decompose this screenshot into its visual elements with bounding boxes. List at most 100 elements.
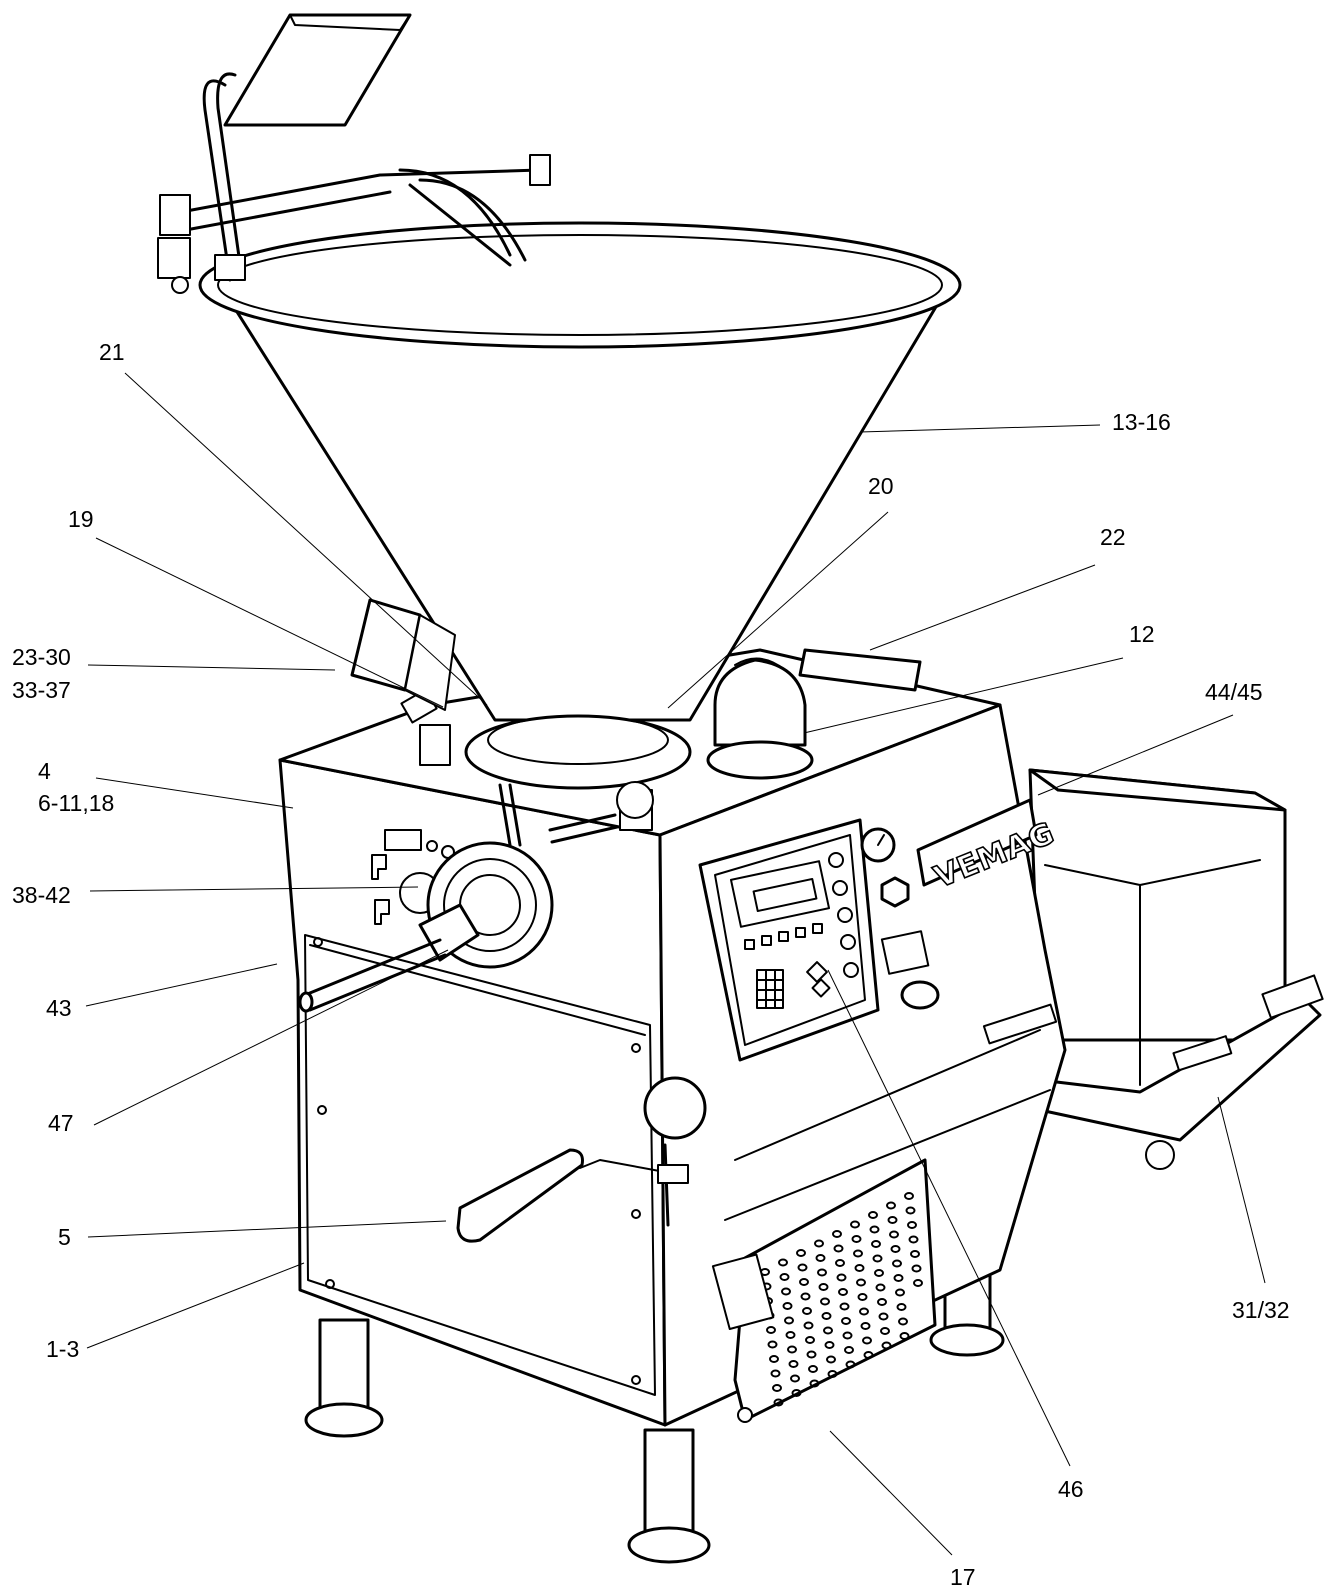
grate-hole [872, 1254, 883, 1263]
control-panel [698, 818, 1058, 1062]
grate-hole [821, 1312, 832, 1320]
label-38-42: 38-42 [12, 882, 71, 908]
label-46: 46 [1058, 1476, 1084, 1502]
grate-hole [827, 1370, 838, 1378]
grate-hole [859, 1307, 869, 1316]
label-5: 5 [58, 1224, 71, 1250]
label-13-16: 13-16 [1112, 409, 1171, 435]
grate-hole [784, 1316, 794, 1325]
label-47: 47 [48, 1110, 74, 1136]
label-4: 4 [38, 758, 51, 784]
label-6-11-18: 6-11,18 [38, 790, 114, 816]
grate-hole [844, 1346, 854, 1354]
grate-hole [851, 1235, 862, 1243]
grate-hole [875, 1283, 886, 1292]
grate-hole [863, 1351, 874, 1359]
leader-lines [85, 372, 1266, 1556]
grate-hole [910, 1250, 920, 1258]
grate-hole [899, 1332, 910, 1340]
lever-handle [456, 1076, 707, 1243]
outlet-assembly [298, 783, 554, 1013]
grate-hole [890, 1245, 901, 1253]
grate-hole [845, 1360, 856, 1369]
grate-hole [874, 1269, 884, 1277]
grate-hole [815, 1254, 826, 1262]
grate-hole [809, 1379, 820, 1388]
grate-hole [853, 1249, 863, 1258]
grate-hole [818, 1283, 829, 1291]
grate-hole [904, 1192, 914, 1200]
grate-hole [823, 1326, 833, 1335]
grate-hole [896, 1303, 907, 1311]
grate-hole [782, 1302, 793, 1310]
vacuum-dome [706, 657, 814, 780]
grate-hole [799, 1278, 809, 1286]
grate-hole [857, 1293, 868, 1301]
grate-hole [814, 1239, 824, 1248]
grate-hole [778, 1258, 788, 1267]
grate-hole [860, 1322, 871, 1330]
grate-hole [913, 1279, 923, 1287]
label-23-30: 23-30 [12, 644, 71, 670]
label-12: 12 [1129, 621, 1155, 647]
label-44-45: 44/45 [1205, 679, 1263, 705]
grate-hole [802, 1307, 812, 1315]
grate-hole [826, 1355, 836, 1364]
grate-hole [769, 1355, 779, 1363]
grate-hole [766, 1326, 776, 1334]
grate-hole [839, 1302, 850, 1311]
label-21: 21 [99, 339, 125, 365]
label-20: 20 [868, 473, 894, 499]
grate-hole [800, 1292, 811, 1301]
grate-hole [889, 1230, 899, 1239]
grate-hole [806, 1350, 817, 1359]
grate-hole [850, 1220, 860, 1229]
grate-hole [838, 1288, 848, 1296]
grate-hole [772, 1384, 782, 1392]
grate-hole [877, 1298, 887, 1306]
grate-hole [832, 1230, 842, 1238]
grate-hole [790, 1374, 800, 1383]
label-17: 17 [950, 1564, 976, 1590]
grate-hole [767, 1340, 778, 1349]
grate-hole [880, 1327, 890, 1335]
grate-hole [871, 1240, 881, 1248]
grate-hole [791, 1389, 802, 1397]
callout-labels: 21 13-16 20 19 22 23-30 33-37 12 44/45 4… [12, 339, 1290, 1590]
grate-hole [808, 1365, 818, 1373]
grate-hole [842, 1331, 853, 1340]
label-33-37: 33-37 [12, 677, 71, 703]
grate-hole [817, 1268, 827, 1277]
grate-hole [824, 1341, 835, 1349]
grate-hole [796, 1249, 806, 1257]
grate-hole [907, 1221, 917, 1229]
grate-hole [770, 1369, 781, 1378]
grate-hole [868, 1211, 878, 1219]
grate-hole [908, 1235, 919, 1244]
grate-hole [869, 1225, 880, 1234]
grate-hole [898, 1317, 908, 1326]
grate-hole [841, 1317, 851, 1325]
grate [711, 1158, 937, 1423]
grate-hole [779, 1273, 790, 1281]
grate-hole [781, 1287, 791, 1296]
label-22: 22 [1100, 524, 1126, 550]
side-tray [1028, 768, 1324, 1170]
grate-hole [862, 1336, 872, 1345]
grate-hole [835, 1259, 845, 1267]
grate-hole [905, 1206, 916, 1215]
grate-hole [787, 1345, 797, 1354]
grate-hole [856, 1278, 866, 1287]
grate-hole [854, 1264, 865, 1272]
grate-hole [836, 1273, 847, 1282]
grate-hole [773, 1398, 784, 1407]
top-tag [798, 648, 922, 692]
grate-hole [886, 1201, 896, 1210]
grate-hole [803, 1321, 814, 1330]
grate-hole [887, 1216, 898, 1224]
grate-hole [805, 1336, 815, 1344]
grate-hole [892, 1259, 902, 1268]
grate-hole [911, 1264, 922, 1273]
